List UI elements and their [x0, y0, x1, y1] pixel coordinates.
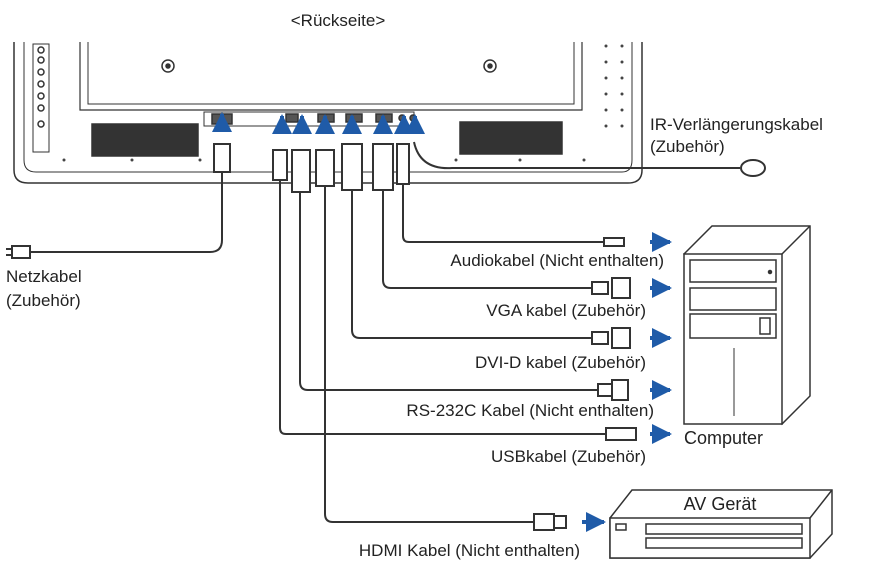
computer-label: Computer: [684, 428, 763, 448]
device-arrows: [582, 232, 672, 532]
diagram-title: <Rückseite>: [291, 11, 386, 30]
dvi-cable-label: DVI-D kabel (Zubehör): [475, 353, 646, 372]
panel-dots: [62, 44, 624, 162]
ir-cable-label: IR-Verlängerungskabel: [650, 115, 823, 134]
rs232-cable-label: RS-232C Kabel (Nicht enthalten): [406, 401, 654, 420]
power-cable-note: (Zubehör): [6, 291, 81, 310]
power-cable-label: Netzkabel: [6, 267, 82, 286]
hdmi-cable-label: HDMI Kabel (Nicht enthalten): [359, 541, 580, 560]
ir-cable-note: (Zubehör): [650, 137, 725, 156]
usb-cable-label: USBkabel (Zubehör): [491, 447, 646, 466]
cables: [6, 141, 766, 531]
av-device-label: AV Gerät: [684, 494, 757, 514]
computer-icon: [683, 225, 811, 426]
audio-cable-label: Audiokabel (Nicht enthalten): [450, 251, 664, 270]
av-device-icon: [609, 489, 833, 559]
vga-cable-label: VGA kabel (Zubehör): [486, 301, 646, 320]
port-arrows: [212, 112, 425, 134]
